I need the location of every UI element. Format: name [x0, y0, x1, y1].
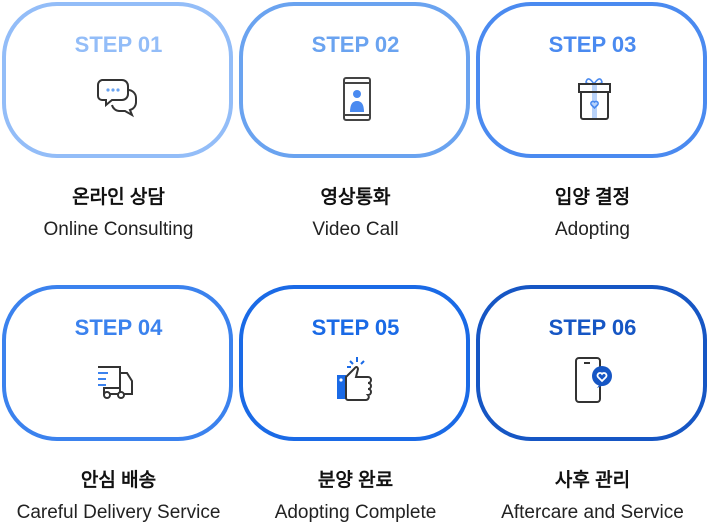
- step-title-english: Careful Delivery Service: [16, 502, 221, 523]
- thumbs-up-icon: [333, 355, 381, 407]
- step-label: STEP 02: [311, 32, 400, 57]
- step-label: STEP 01: [74, 32, 163, 57]
- step-card: STEP 01 온라인 상담 Online Consulting: [0, 0, 237, 245]
- step-title-korean: 온라인 상담: [72, 187, 165, 208]
- step-box: [2, 2, 233, 158]
- step-title-korean: 입양 결정: [554, 187, 631, 208]
- step-title-korean: 안심 배송: [80, 470, 157, 491]
- step-label: STEP 05: [311, 315, 400, 340]
- step-label: STEP 06: [548, 315, 637, 340]
- step-box: [2, 285, 233, 441]
- phone-heart-icon: [570, 355, 618, 407]
- step-box: [239, 2, 470, 158]
- chat-bubbles-icon: [96, 72, 144, 124]
- step-title-english: Aftercare and Service: [501, 502, 684, 523]
- step-title-english: Video Call: [312, 219, 399, 240]
- step-box: [239, 285, 470, 441]
- gift-box-icon: [570, 72, 618, 124]
- step-box: [476, 285, 707, 441]
- step-box: [476, 2, 707, 158]
- step-title-english: Adopting: [554, 219, 630, 240]
- video-call-phone-icon: [333, 72, 381, 124]
- step-title-korean: 사후 관리: [554, 470, 631, 491]
- step-label: STEP 03: [548, 32, 637, 57]
- step-label: STEP 04: [74, 315, 163, 340]
- step-title-korean: 영상통화: [320, 187, 391, 208]
- step-title-english: Adopting Complete: [274, 502, 437, 523]
- step-card: STEP 03 입양 결정 Adopting: [474, 0, 711, 245]
- delivery-truck-icon: [96, 355, 144, 407]
- step-card: STEP 02 영상통화 Video Call: [237, 0, 474, 245]
- step-card: STEP 05 분양 완료 Adopting Complete: [237, 283, 474, 528]
- step-card: STEP 04 안심 배송 Careful Delivery Service: [0, 283, 237, 528]
- step-title-korean: 분양 완료: [317, 470, 394, 491]
- step-title-english: Online Consulting: [43, 219, 194, 240]
- step-card: STEP 06 사후 관리 Aftercare and Service: [474, 283, 711, 528]
